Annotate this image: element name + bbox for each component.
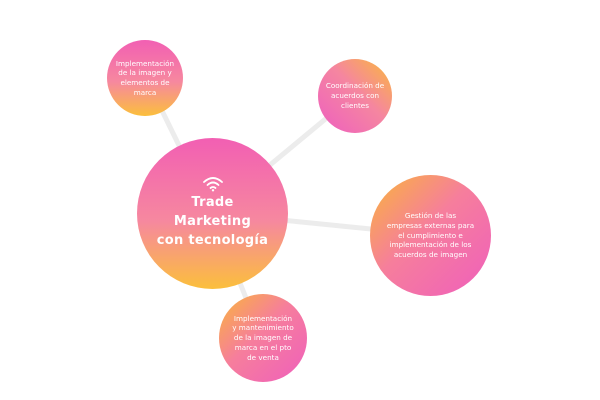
node-external-companies-label: Gestión de las empresas externas para el…: [386, 211, 475, 260]
center-title: Trade Marketing con tecnología: [156, 195, 269, 248]
node-client-agreements-label: Coordinación de acuerdos con clientes: [325, 81, 385, 110]
node-point-of-sale-label: Implementación y mantenimiento de la ima…: [232, 313, 294, 362]
node-external-companies: Gestión de las empresas externas para el…: [370, 175, 491, 296]
node-brand-image: Implementación de la imagen y elementos …: [107, 40, 183, 116]
node-trade-marketing: Trade Marketing con tecnología: [137, 138, 288, 289]
node-point-of-sale: Implementación y mantenimiento de la ima…: [219, 294, 307, 382]
node-brand-image-label: Implementación de la imagen y elementos …: [115, 58, 175, 97]
node-client-agreements: Coordinación de acuerdos con clientes: [318, 59, 392, 133]
wifi-icon: [202, 177, 223, 192]
